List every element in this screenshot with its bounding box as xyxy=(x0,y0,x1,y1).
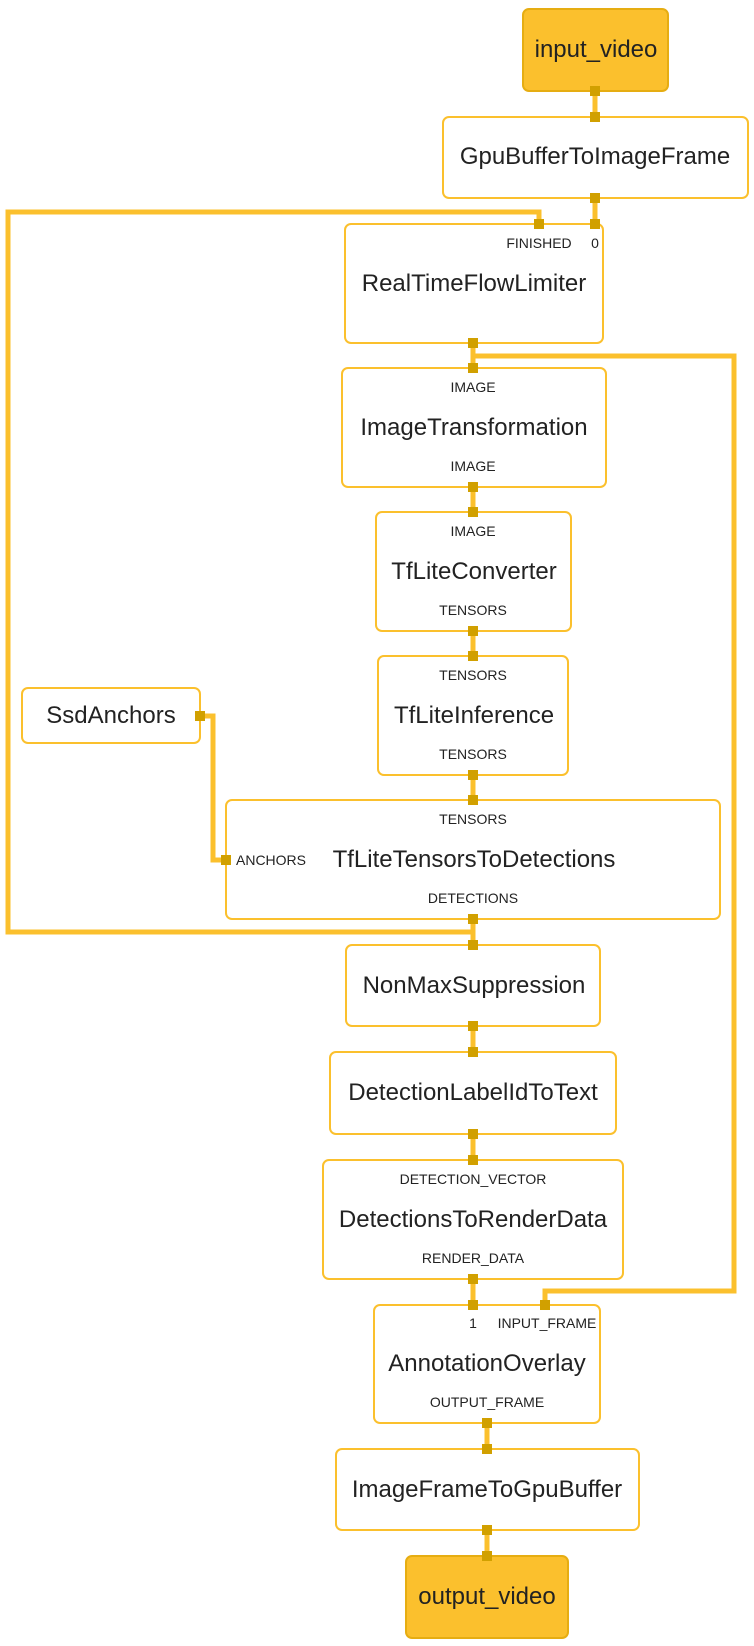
node-output-video[interactable]: output_video xyxy=(405,1555,569,1639)
port-marker xyxy=(482,1551,492,1561)
port-label-image-out: IMAGE xyxy=(450,458,495,474)
node-title: SsdAnchors xyxy=(46,702,175,729)
edge-ssdanchors-to-anchors xyxy=(201,713,227,863)
node-tflite-tensors-to-detections[interactable]: TENSORS ANCHORS TfLiteTensorsToDetection… xyxy=(225,799,721,920)
node-title: GpuBufferToImageFrame xyxy=(460,143,730,170)
port-label-tensors-out: TENSORS xyxy=(439,746,507,762)
port-marker xyxy=(482,1444,492,1454)
node-title: AnnotationOverlay xyxy=(388,1350,585,1377)
port-marker xyxy=(195,711,205,721)
port-marker xyxy=(468,651,478,661)
node-detections-to-render-data[interactable]: DETECTION_VECTOR DetectionsToRenderData … xyxy=(322,1159,624,1280)
node-title: TfLiteInference xyxy=(394,702,554,729)
port-marker xyxy=(468,338,478,348)
port-marker xyxy=(468,482,478,492)
port-marker xyxy=(468,940,478,950)
port-label-output-frame: OUTPUT_FRAME xyxy=(430,1394,544,1410)
port-marker xyxy=(540,1300,550,1310)
node-title: TfLiteTensorsToDetections xyxy=(333,846,616,873)
port-label-image-in: IMAGE xyxy=(450,523,495,539)
port-label-one: 1 xyxy=(469,1315,477,1331)
node-non-max-suppression[interactable]: NonMaxSuppression xyxy=(345,944,601,1027)
node-title: output_video xyxy=(418,1583,555,1610)
port-marker xyxy=(482,1525,492,1535)
port-label-zero: 0 xyxy=(591,235,599,251)
node-input-video[interactable]: input_video xyxy=(522,8,669,92)
port-markers xyxy=(195,86,600,1561)
port-marker xyxy=(221,855,231,865)
node-title: DetectionsToRenderData xyxy=(339,1206,608,1233)
port-label-detection-vector: DETECTION_VECTOR xyxy=(400,1171,547,1187)
port-marker xyxy=(468,1129,478,1139)
port-label-anchors: ANCHORS xyxy=(236,852,306,868)
node-ssd-anchors[interactable]: SsdAnchors xyxy=(21,687,201,744)
port-label-tensors-in: TENSORS xyxy=(439,667,507,683)
node-tflite-inference[interactable]: TENSORS TfLiteInference TENSORS xyxy=(377,655,569,776)
node-title: DetectionLabelIdToText xyxy=(348,1079,598,1106)
node-title: ImageTransformation xyxy=(360,414,587,441)
node-image-transformation[interactable]: IMAGE ImageTransformation IMAGE xyxy=(341,367,607,488)
port-label-tensors-in: TENSORS xyxy=(439,811,507,827)
port-marker xyxy=(468,363,478,373)
edge-flowlimiter-to-annotation-inputframe xyxy=(473,353,737,1305)
port-marker xyxy=(468,795,478,805)
port-marker xyxy=(590,112,600,122)
node-title: TfLiteConverter xyxy=(391,558,556,585)
port-marker xyxy=(468,1274,478,1284)
port-marker xyxy=(590,219,600,229)
port-marker xyxy=(590,193,600,203)
port-marker xyxy=(468,626,478,636)
port-marker xyxy=(590,86,600,96)
port-marker xyxy=(468,1300,478,1310)
node-title: ImageFrameToGpuBuffer xyxy=(352,1476,622,1503)
port-marker xyxy=(468,914,478,924)
node-title: input_video xyxy=(535,36,658,63)
port-label-tensors-out: TENSORS xyxy=(439,602,507,618)
port-label-finished: FINISHED xyxy=(506,235,571,251)
port-marker xyxy=(468,770,478,780)
node-title: NonMaxSuppression xyxy=(363,972,586,999)
port-marker xyxy=(468,1021,478,1031)
port-label-image-in: IMAGE xyxy=(450,379,495,395)
node-realtime-flow-limiter[interactable]: FINISHED 0 RealTimeFlowLimiter xyxy=(344,223,604,344)
node-detection-label-id-to-text[interactable]: DetectionLabelIdToText xyxy=(329,1051,617,1135)
port-marker xyxy=(468,1047,478,1057)
node-imageframe-to-gpubuffer[interactable]: ImageFrameToGpuBuffer xyxy=(335,1448,640,1531)
port-label-render-data: RENDER_DATA xyxy=(422,1250,525,1266)
node-gpubuffer-to-imageframe[interactable]: GpuBufferToImageFrame xyxy=(442,116,749,199)
port-marker xyxy=(482,1418,492,1428)
node-title: RealTimeFlowLimiter xyxy=(362,270,586,297)
port-marker xyxy=(468,507,478,517)
port-label-input-frame: INPUT_FRAME xyxy=(498,1315,597,1331)
port-label-detections-out: DETECTIONS xyxy=(428,890,518,906)
port-marker xyxy=(468,1155,478,1165)
node-annotation-overlay[interactable]: 1 INPUT_FRAME AnnotationOverlay OUTPUT_F… xyxy=(373,1304,601,1424)
port-marker xyxy=(534,219,544,229)
node-tflite-converter[interactable]: IMAGE TfLiteConverter TENSORS xyxy=(375,511,572,632)
